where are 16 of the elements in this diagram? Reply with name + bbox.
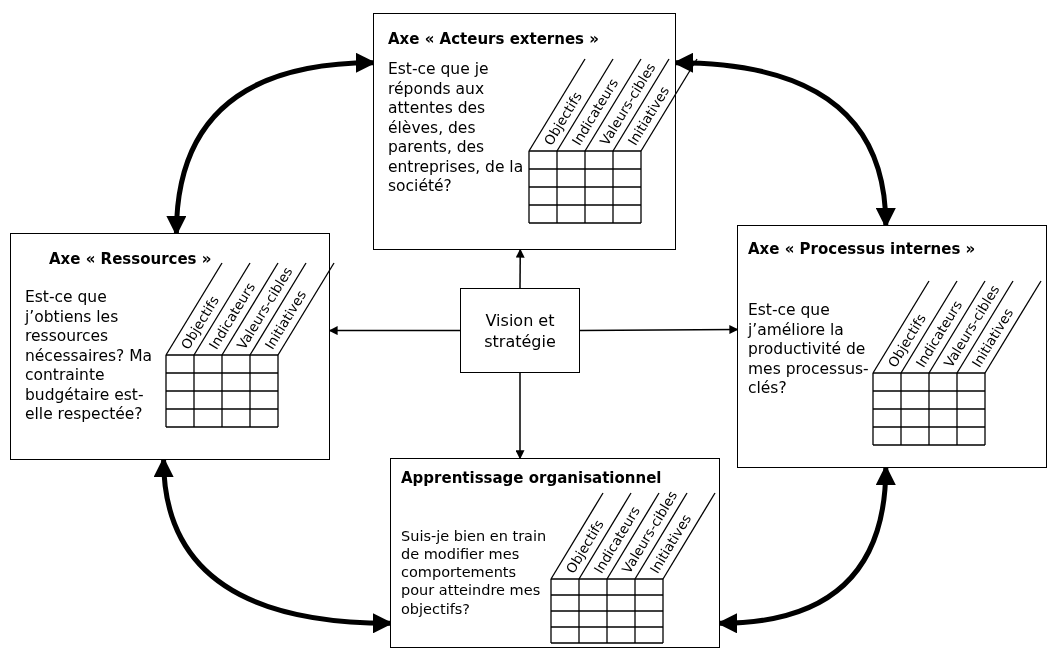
perspective-box bbox=[390, 458, 720, 648]
question-text: Est-ce que j’obtiens les ressources nécessaires? Ma contrainte budgétaire est-elle respectée? bbox=[25, 288, 154, 425]
perspective-title: Axe « Acteurs externes » bbox=[388, 30, 599, 48]
process-box bbox=[460, 288, 580, 373]
question-text: Est-ce que je réponds aux attentes des élèves, des parents, des entreprises, de la société? bbox=[388, 60, 525, 197]
perspective-title: Axe « Ressources » bbox=[49, 250, 212, 268]
question-text: Suis-je bien en train de modifier mes comportements pour atteindre mes objectifs? bbox=[401, 527, 548, 618]
arrow bbox=[515, 248, 525, 289]
node-label: Vision et stratégie bbox=[483, 309, 557, 352]
arrow bbox=[328, 326, 461, 336]
perspective-title: Apprentissage organisationnel bbox=[401, 469, 662, 487]
arrow bbox=[515, 372, 525, 460]
question-text: Est-ce que j’améliore la productivité de mes processus-clés? bbox=[748, 301, 870, 399]
perspective-title: Axe « Processus internes » bbox=[748, 240, 976, 258]
perspective-box bbox=[737, 225, 1047, 468]
arrow bbox=[579, 325, 739, 335]
